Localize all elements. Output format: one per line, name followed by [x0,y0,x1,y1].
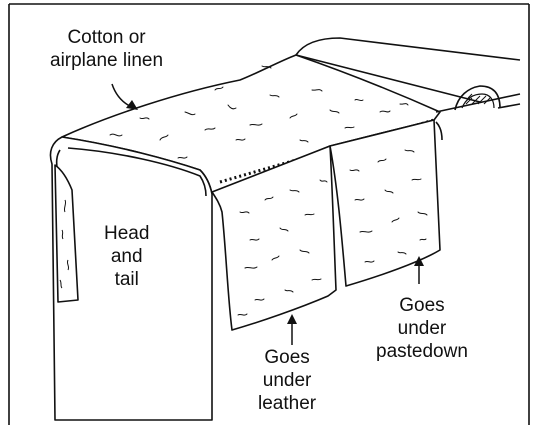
flap-under-pastedown [330,120,442,286]
label-cotton-or-airplane-linen: Cotton or airplane linen [50,26,163,72]
label-goes-under-leather: Goes under leather [258,346,316,415]
book-spine [296,38,520,112]
label-head-and-tail: Head and tail [104,222,149,291]
label-pastedown-line3: pastedown [376,340,468,363]
label-leather-line1: Goes [258,346,316,369]
label-pastedown-line1: Goes [376,294,468,317]
label-pastedown-line2: under [376,317,468,340]
label-leather-line2: under [258,369,316,392]
flap-under-leather [212,146,336,330]
label-cotton-line1: Cotton or [50,26,163,49]
label-head-line2: and [104,245,149,268]
label-goes-under-pastedown: Goes under pastedown [376,294,468,363]
label-leather-line3: leather [258,392,316,415]
label-cotton-line2: airplane linen [50,49,163,72]
label-head-line1: Head [104,222,149,245]
label-head-line3: tail [104,268,149,291]
